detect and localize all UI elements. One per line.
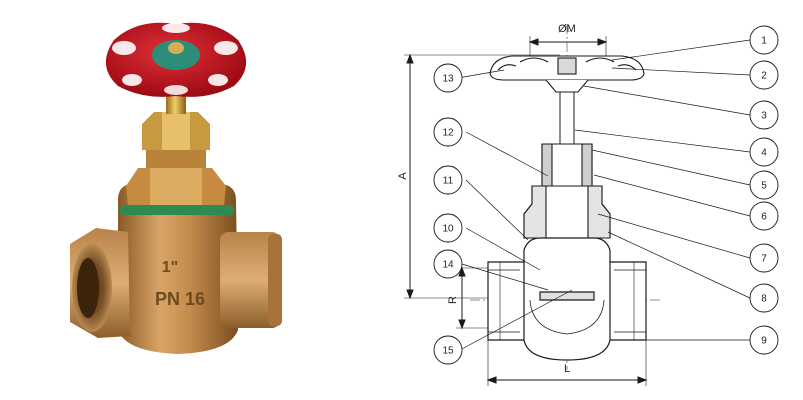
callout-6: 6 [749, 201, 779, 231]
callout-circle [433, 165, 463, 195]
callout-14: 14 [433, 249, 463, 279]
callout-number: 1 [761, 36, 767, 47]
callout-number: 6 [761, 212, 767, 223]
dimension-a-label: A [397, 172, 409, 180]
callout-11: 11 [433, 165, 463, 195]
dimension-m [528, 36, 608, 70]
callout-circle [433, 117, 463, 147]
drawing-body [487, 237, 647, 361]
valve-photo: 1" PN 16 [70, 22, 282, 354]
callout-3: 3 [749, 100, 779, 130]
cast-size-mark: 1" [162, 259, 178, 276]
cast-pressure-mark: PN 16 [155, 289, 205, 309]
dimension-a [404, 53, 560, 300]
callout-4: 4 [749, 137, 779, 167]
callout-circle [749, 60, 779, 90]
red-handwheel [105, 22, 247, 97]
callout-10: 10 [433, 213, 463, 243]
callout-2: 2 [749, 60, 779, 90]
callout-circle [749, 243, 779, 273]
dimension-l [486, 340, 648, 386]
callout-number: 3 [761, 111, 767, 122]
inlet-port [70, 228, 130, 338]
callout-number: 8 [761, 294, 767, 305]
callout-number: 9 [761, 336, 767, 347]
callout-8: 8 [749, 283, 779, 313]
leader-lines-right [574, 39, 751, 341]
leader-lines-left [457, 69, 573, 351]
dimension-r-label: R [447, 296, 459, 304]
callout-number: 12 [442, 128, 454, 139]
callout-12: 12 [433, 117, 463, 147]
callout-15: 15 [433, 335, 463, 365]
valve-body [118, 184, 238, 354]
callout-circle [749, 325, 779, 355]
outlet-port [220, 232, 282, 328]
callout-number: 13 [442, 74, 454, 85]
callout-number: 5 [761, 181, 767, 192]
callout-circle [433, 213, 463, 243]
callout-1: 1 [749, 25, 779, 55]
callout-circle [433, 63, 463, 93]
callout-number: 2 [761, 71, 767, 82]
drawing-bonnet [523, 143, 611, 239]
callout-5: 5 [749, 170, 779, 200]
callout-number: 10 [442, 224, 454, 235]
callout-13: 13 [433, 63, 463, 93]
dimension-r [456, 266, 492, 330]
callout-circle [749, 25, 779, 55]
callout-circle [433, 335, 463, 365]
callout-7: 7 [749, 243, 779, 273]
green-seal-ring [120, 205, 234, 215]
drawing-handwheel [489, 55, 645, 93]
callout-9: 9 [749, 325, 779, 355]
callout-circle [749, 283, 779, 313]
technical-drawing: A ØM R L [397, 23, 751, 386]
callout-circle [749, 137, 779, 167]
callout-circle [433, 249, 463, 279]
callout-number: 11 [443, 176, 454, 187]
callout-number: 7 [761, 254, 767, 265]
callout-number: 4 [761, 148, 767, 159]
callout-circle [749, 170, 779, 200]
handwheel-nut [168, 42, 184, 54]
callout-circle [749, 100, 779, 130]
callout-circle [749, 201, 779, 231]
callout-number: 14 [442, 260, 454, 271]
handwheel-hub-green [152, 40, 200, 70]
callout-number: 15 [442, 346, 454, 357]
